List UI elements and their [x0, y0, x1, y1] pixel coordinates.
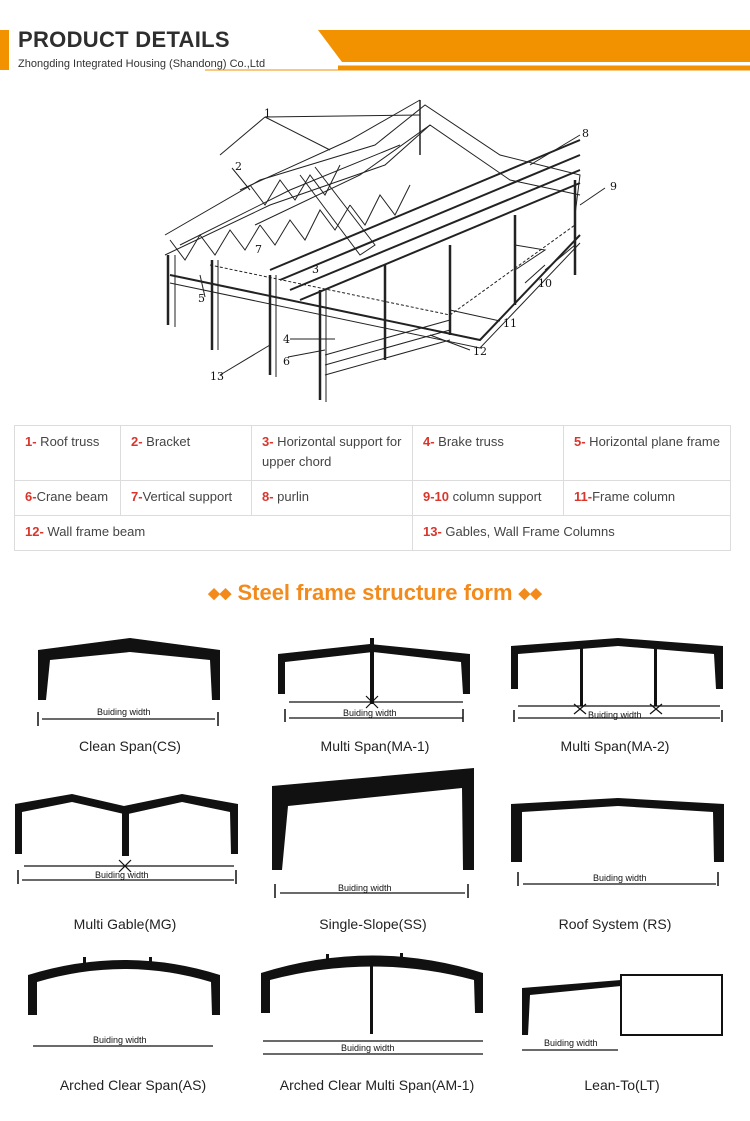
frame-diagram-multi-gable: Buiding width [15, 794, 238, 884]
diagram-label: 3 [312, 263, 319, 276]
building-width-label: Buiding width [343, 708, 397, 718]
frame-diagram-arched-multi-span: Buiding width [261, 953, 483, 1055]
frame-diagram-roof-system: Buiding width [511, 798, 724, 886]
legend-cell: 6-Crane beam [14, 480, 121, 516]
diagram-label: 9 [610, 180, 617, 193]
frame-diagram-arched-clear-span: Buiding width [28, 957, 220, 1047]
frame-caption: Clean Span(CS) [79, 738, 181, 754]
steel-structure-diagram: 1 2 3 4 5 6 7 8 9 10 11 12 13 [164, 99, 617, 402]
frame-caption: Multi Span(MA-1) [320, 738, 430, 754]
legend-cell: 4- Brake truss [412, 425, 564, 481]
frame-diagram-clean-span: Buiding width [37, 638, 220, 726]
diamond-icon: ◆◆ [208, 585, 232, 602]
building-width-label: Buiding width [588, 710, 642, 720]
diagram-label: 10 [538, 277, 552, 290]
legend-cell: 13- Gables, Wall Frame Columns [412, 515, 731, 551]
diagram-label: 2 [235, 160, 242, 173]
legend-cell: 7-Vertical support [120, 480, 252, 516]
legend-cell: 8- purlin [251, 480, 413, 516]
frame-diagram-single-slope: Buiding width [272, 768, 474, 898]
diagram-label: 5 [198, 292, 205, 305]
frame-caption: Multi Gable(MG) [73, 916, 177, 932]
frame-caption: Arched Clear Multi Span(AM-1) [279, 1077, 475, 1093]
header-decoration [0, 30, 750, 71]
section-title-text: Steel frame structure form [237, 580, 513, 605]
component-legend-table: 1- Roof truss 2- Bracket 3- Horizontal s… [14, 425, 731, 551]
frame-caption: Multi Span(MA-2) [560, 738, 670, 754]
diagram-label: 11 [503, 317, 517, 330]
diagram-label: 7 [255, 243, 262, 256]
diagram-label: 1 [264, 107, 271, 120]
header: PRODUCT DETAILS Zhongding Integrated Hou… [0, 0, 750, 80]
table-row: 12- Wall frame beam 13- Gables, Wall Fra… [14, 515, 731, 551]
frame-caption: Lean-To(LT) [584, 1077, 660, 1093]
building-width-label: Buiding width [95, 870, 149, 880]
table-row: 1- Roof truss 2- Bracket 3- Horizontal s… [14, 425, 731, 481]
building-width-label: Buiding width [544, 1038, 598, 1048]
frame-diagram-multi-span-2: Buiding width [511, 638, 723, 722]
page-title: PRODUCT DETAILS [18, 27, 230, 52]
company-name: Zhongding Integrated Housing (Shandong) … [18, 58, 266, 70]
legend-cell: 12- Wall frame beam [14, 515, 413, 551]
frame-caption: Roof System (RS) [558, 916, 672, 932]
frame-caption: Single-Slope(SS) [319, 916, 427, 932]
legend-cell: 3- Horizontal support for upper chord [251, 425, 413, 481]
legend-cell: 9-10 column support [412, 480, 564, 516]
legend-cell: 11-Frame column [563, 480, 731, 516]
building-width-label: Buiding width [93, 1035, 147, 1045]
building-width-label: Buiding width [97, 707, 151, 717]
section-title: ◆◆ Steel frame structure form ◆◆ [0, 580, 750, 606]
diamond-icon: ◆◆ [518, 585, 542, 602]
frame-diagram-lean-to: Buiding width [522, 974, 723, 1051]
legend-cell: 5- Horizontal plane frame [563, 425, 731, 481]
frame-diagram-multi-span-1: Buiding width [278, 638, 470, 722]
diagram-label: 12 [473, 345, 487, 358]
diagram-label: 13 [210, 370, 224, 383]
frame-caption: Arched Clear Span(AS) [59, 1077, 207, 1093]
diagram-label: 8 [582, 127, 589, 140]
table-row: 6-Crane beam 7-Vertical support 8- purli… [14, 480, 731, 516]
building-width-label: Buiding width [338, 883, 392, 893]
building-width-label: Buiding width [341, 1043, 395, 1053]
legend-cell: 1- Roof truss [14, 425, 121, 481]
diagram-label: 6 [283, 355, 290, 368]
building-width-label: Buiding width [593, 873, 647, 883]
diagram-label: 4 [283, 333, 290, 346]
legend-cell: 2- Bracket [120, 425, 252, 481]
